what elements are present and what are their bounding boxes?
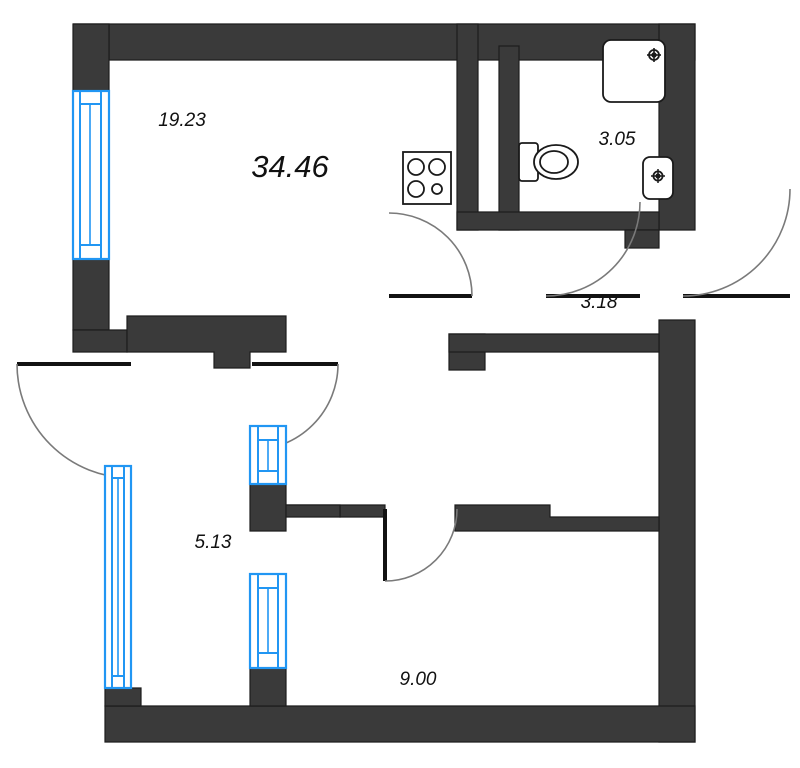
door-bedroom-arc — [384, 508, 458, 582]
wall-structure — [72, 23, 696, 743]
wall-exterior-top — [73, 23, 696, 61]
wall-exterior-left-lower — [72, 258, 110, 331]
total-area-label: 34.46 — [251, 149, 329, 184]
fixture-group — [402, 39, 674, 205]
area-label-balcony: 5.13 — [195, 532, 232, 553]
area-label-living-room: 19.23 — [158, 110, 206, 131]
wall-bathroom-bottom — [456, 211, 660, 231]
wall-balcony-left-lower — [104, 687, 142, 707]
shower-tray-icon — [602, 39, 666, 103]
cooktop-icon — [402, 151, 452, 205]
area-label-hallway: 3.18 — [581, 292, 618, 313]
window-balcony-upper-right — [248, 424, 288, 486]
area-label-bedroom: 9.00 — [400, 669, 437, 690]
wall-exterior-bottom — [104, 705, 696, 743]
door-entrance-arc — [682, 188, 791, 297]
door-balcony-left-arc — [16, 363, 132, 479]
wall-bedroom-top-right — [454, 504, 660, 532]
window-group — [71, 89, 288, 690]
window-balcony-left — [103, 464, 133, 690]
window-balcony-lower-right — [248, 572, 288, 670]
washbasin-icon — [642, 156, 674, 200]
wall-living-room-bottom — [126, 315, 287, 369]
wall-exterior-left-upper — [72, 23, 110, 92]
wall-living-room-bottom-left — [72, 329, 128, 353]
wall-exterior-right-lower — [658, 319, 696, 743]
toilet-icon — [518, 142, 579, 182]
wall-bedroom-top-left-inner — [285, 504, 341, 518]
wall-partition-corridor-left — [456, 23, 479, 231]
wall-partition-bathroom-left — [498, 45, 520, 231]
door-hallway-to-living-arc — [388, 212, 473, 297]
window-living-room-left — [71, 89, 111, 261]
wall-partition-bedroom-left-bottom — [249, 667, 287, 707]
wall-partition-bedroom-left-upper — [249, 483, 287, 532]
threshold-lines — [17, 294, 790, 581]
area-labels: 34.46 19.23 3.05 3.18 5.13 9.00 — [158, 110, 636, 690]
area-label-bathroom: 3.05 — [599, 129, 636, 150]
door-hallway-to-bathroom-arc — [545, 201, 641, 297]
wall-corridor-bottom — [448, 333, 660, 353]
